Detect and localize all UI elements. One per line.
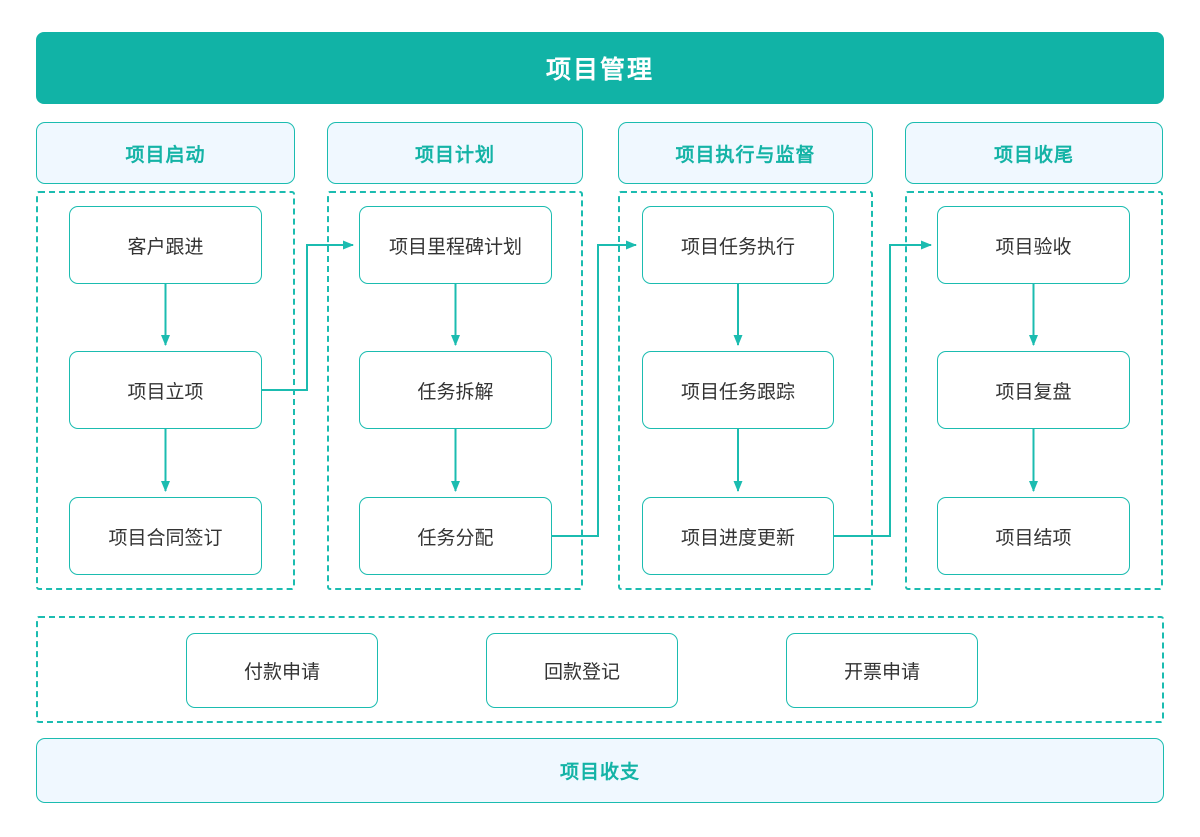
- node-renwu-fenpei[interactable]: 任务分配: [359, 497, 552, 575]
- phase-header-execution[interactable]: 项目执行与监督: [618, 122, 873, 184]
- phase-header-planning[interactable]: 项目计划: [327, 122, 583, 184]
- phase-header-closing[interactable]: 项目收尾: [905, 122, 1163, 184]
- node-xiangmu-yanshou[interactable]: 项目验收: [937, 206, 1130, 284]
- node-xiangmu-jindu-gengxin[interactable]: 项目进度更新: [642, 497, 834, 575]
- node-xiangmu-lixiang[interactable]: 项目立项: [69, 351, 262, 429]
- node-fukuan-shenqing[interactable]: 付款申请: [186, 633, 378, 708]
- node-xiangmu-jiexiang[interactable]: 项目结项: [937, 497, 1130, 575]
- node-xiangmu-renwu-zhixing[interactable]: 项目任务执行: [642, 206, 834, 284]
- finance-container: [36, 616, 1164, 723]
- phase-header-initiation[interactable]: 项目启动: [36, 122, 295, 184]
- node-huikuan-dengji[interactable]: 回款登记: [486, 633, 678, 708]
- node-xiangmu-hetong-qianding[interactable]: 项目合同签订: [69, 497, 262, 575]
- footer-bar-xiangmu-shouzhi[interactable]: 项目收支: [36, 738, 1164, 803]
- node-xiangmu-renwu-genzong[interactable]: 项目任务跟踪: [642, 351, 834, 429]
- node-kehu-genjin[interactable]: 客户跟进: [69, 206, 262, 284]
- node-renwu-chaijie[interactable]: 任务拆解: [359, 351, 552, 429]
- node-xiangmu-lichengbei-jihua[interactable]: 项目里程碑计划: [359, 206, 552, 284]
- node-xiangmu-fupan[interactable]: 项目复盘: [937, 351, 1130, 429]
- node-kaipiao-shenqing[interactable]: 开票申请: [786, 633, 978, 708]
- diagram-title-banner: 项目管理: [36, 32, 1164, 104]
